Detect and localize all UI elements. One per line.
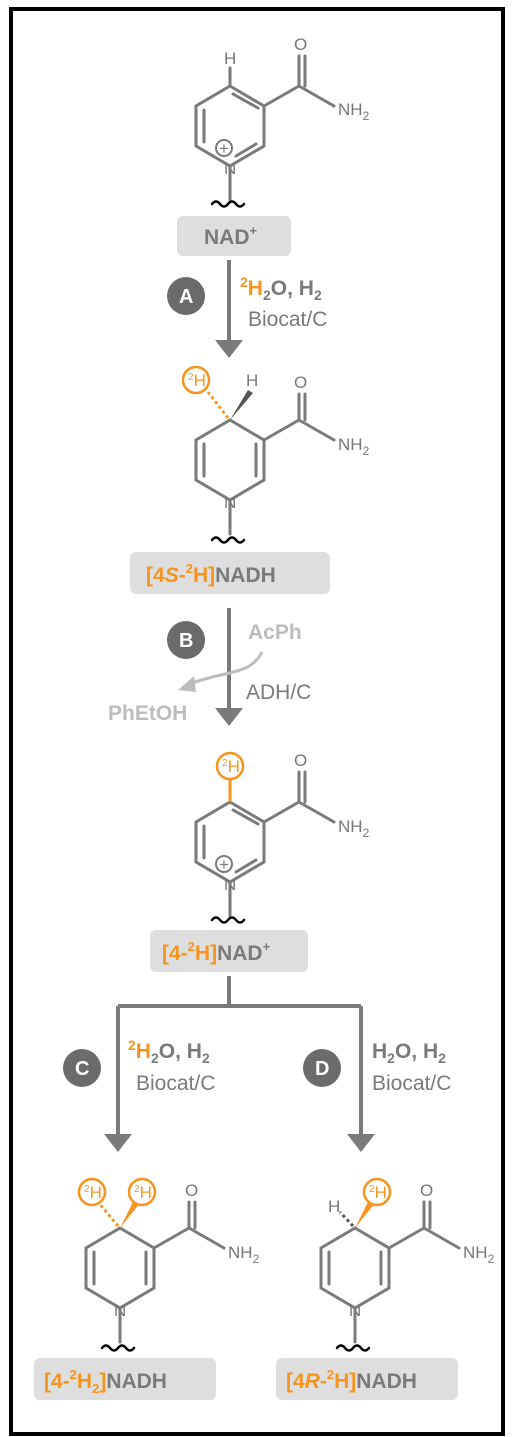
arrowhead-c [104, 1134, 132, 1152]
atom-o-4: O [185, 1181, 198, 1200]
deut-label: 2H [188, 371, 206, 390]
label-box-nad-4d [150, 930, 308, 972]
atom-h: H [224, 49, 236, 68]
step-letter-d: D [315, 1058, 329, 1080]
molecule-nad-4d [194, 770, 336, 924]
compound-label-nad-4d: [4-2H]NAD+ [162, 939, 271, 965]
wedge-bond-h [230, 390, 253, 420]
deuterium-marker-4a [77, 1177, 107, 1207]
atom-nh-3: NH2 [338, 817, 370, 840]
deuterium-marker-4b [127, 1177, 157, 1207]
catalyst-c: Biocat/C [136, 1072, 215, 1095]
reagent-d: H2O, H2 [372, 1040, 446, 1066]
catalyst-a: Biocat/C [248, 308, 327, 331]
step-badge-d [303, 1049, 341, 1087]
label-box-nadh-4s [130, 552, 330, 594]
atom-n-3: N [224, 875, 236, 894]
atom-n-4: N [114, 1301, 126, 1320]
deut-label-5: 2H [369, 1183, 387, 1202]
atom-nh-4: NH2 [228, 1243, 260, 1266]
side-arrow-b [189, 651, 264, 686]
step-badge-a [167, 277, 205, 315]
charge-plus-3: + [219, 855, 229, 874]
atom-o-2: O [294, 373, 307, 392]
product-b: PhEtOH [108, 702, 187, 725]
molecule-nadh-4r [319, 1200, 461, 1352]
charge-plus: + [219, 139, 229, 158]
compound-label-nadh-4r: [4R-2H]NADH [286, 1367, 417, 1393]
atom-o-5: O [420, 1181, 433, 1200]
atom-nh-2: NH2 [338, 435, 370, 458]
arrowhead-b [215, 708, 243, 726]
molecule-nad [194, 54, 336, 208]
compound-label-nadh-4d2: [4-2H2]NADH [44, 1367, 167, 1396]
atom-n: N [224, 159, 236, 178]
label-box-nadh-4d2 [34, 1358, 216, 1400]
hash-bond-deut [206, 391, 230, 419]
branch-lines [116, 976, 363, 1138]
label-box-nadh-4r [276, 1358, 458, 1400]
step-letter-c: C [75, 1058, 89, 1080]
atom-o-3: O [294, 751, 307, 770]
label-box-nad [177, 216, 291, 256]
atom-n-5: N [349, 1301, 361, 1320]
atom-h-5: H [328, 1197, 340, 1216]
reagent-c: 2H2O, H2 [128, 1037, 210, 1066]
atom-nh: NH2 [338, 100, 370, 123]
step-letter-a: A [179, 286, 193, 308]
reagent-a: 2H2O, H2 [240, 274, 322, 303]
atom-n-2: N [224, 493, 236, 512]
deut-label-4b: 2H [134, 1183, 152, 1202]
deut-label-3: 2H [222, 757, 240, 776]
atom-nh-5: NH2 [463, 1243, 495, 1266]
step-letter-b: B [179, 630, 193, 652]
arrowhead-d [347, 1134, 375, 1152]
arrowhead-a [215, 340, 243, 358]
wedge-bond-deut-5 [355, 1200, 375, 1228]
side-arrowhead-b [178, 676, 196, 692]
deuterium-marker-3 [215, 751, 245, 781]
catalyst-b: ADH/C [246, 681, 311, 704]
charge-plus-icon [215, 139, 233, 157]
compound-label-nadh-4s: [4S-2H]NADH [146, 561, 276, 587]
hash-bond-deut-4a [96, 1201, 120, 1227]
wedge-bond-deut-4b [120, 1200, 140, 1228]
step-badge-b [167, 621, 205, 659]
deuterium-marker-5 [362, 1177, 392, 1207]
atom-h-4s: H [246, 371, 258, 390]
atom-o: O [294, 35, 307, 54]
hash-bond-h-5 [338, 1210, 355, 1228]
molecule-nadh-4s [194, 392, 336, 544]
catalyst-d: Biocat/C [372, 1072, 451, 1095]
charge-plus-icon-3 [215, 855, 233, 873]
molecule-nadh-4d2 [84, 1200, 226, 1352]
step-badge-c [63, 1049, 101, 1087]
deut-label-4a: 2H [84, 1183, 102, 1202]
deuterium-marker [181, 365, 211, 395]
compound-label-nad: NAD+ [204, 223, 258, 249]
substrate-b: AcPh [248, 621, 302, 644]
figure-frame [9, 7, 505, 1436]
